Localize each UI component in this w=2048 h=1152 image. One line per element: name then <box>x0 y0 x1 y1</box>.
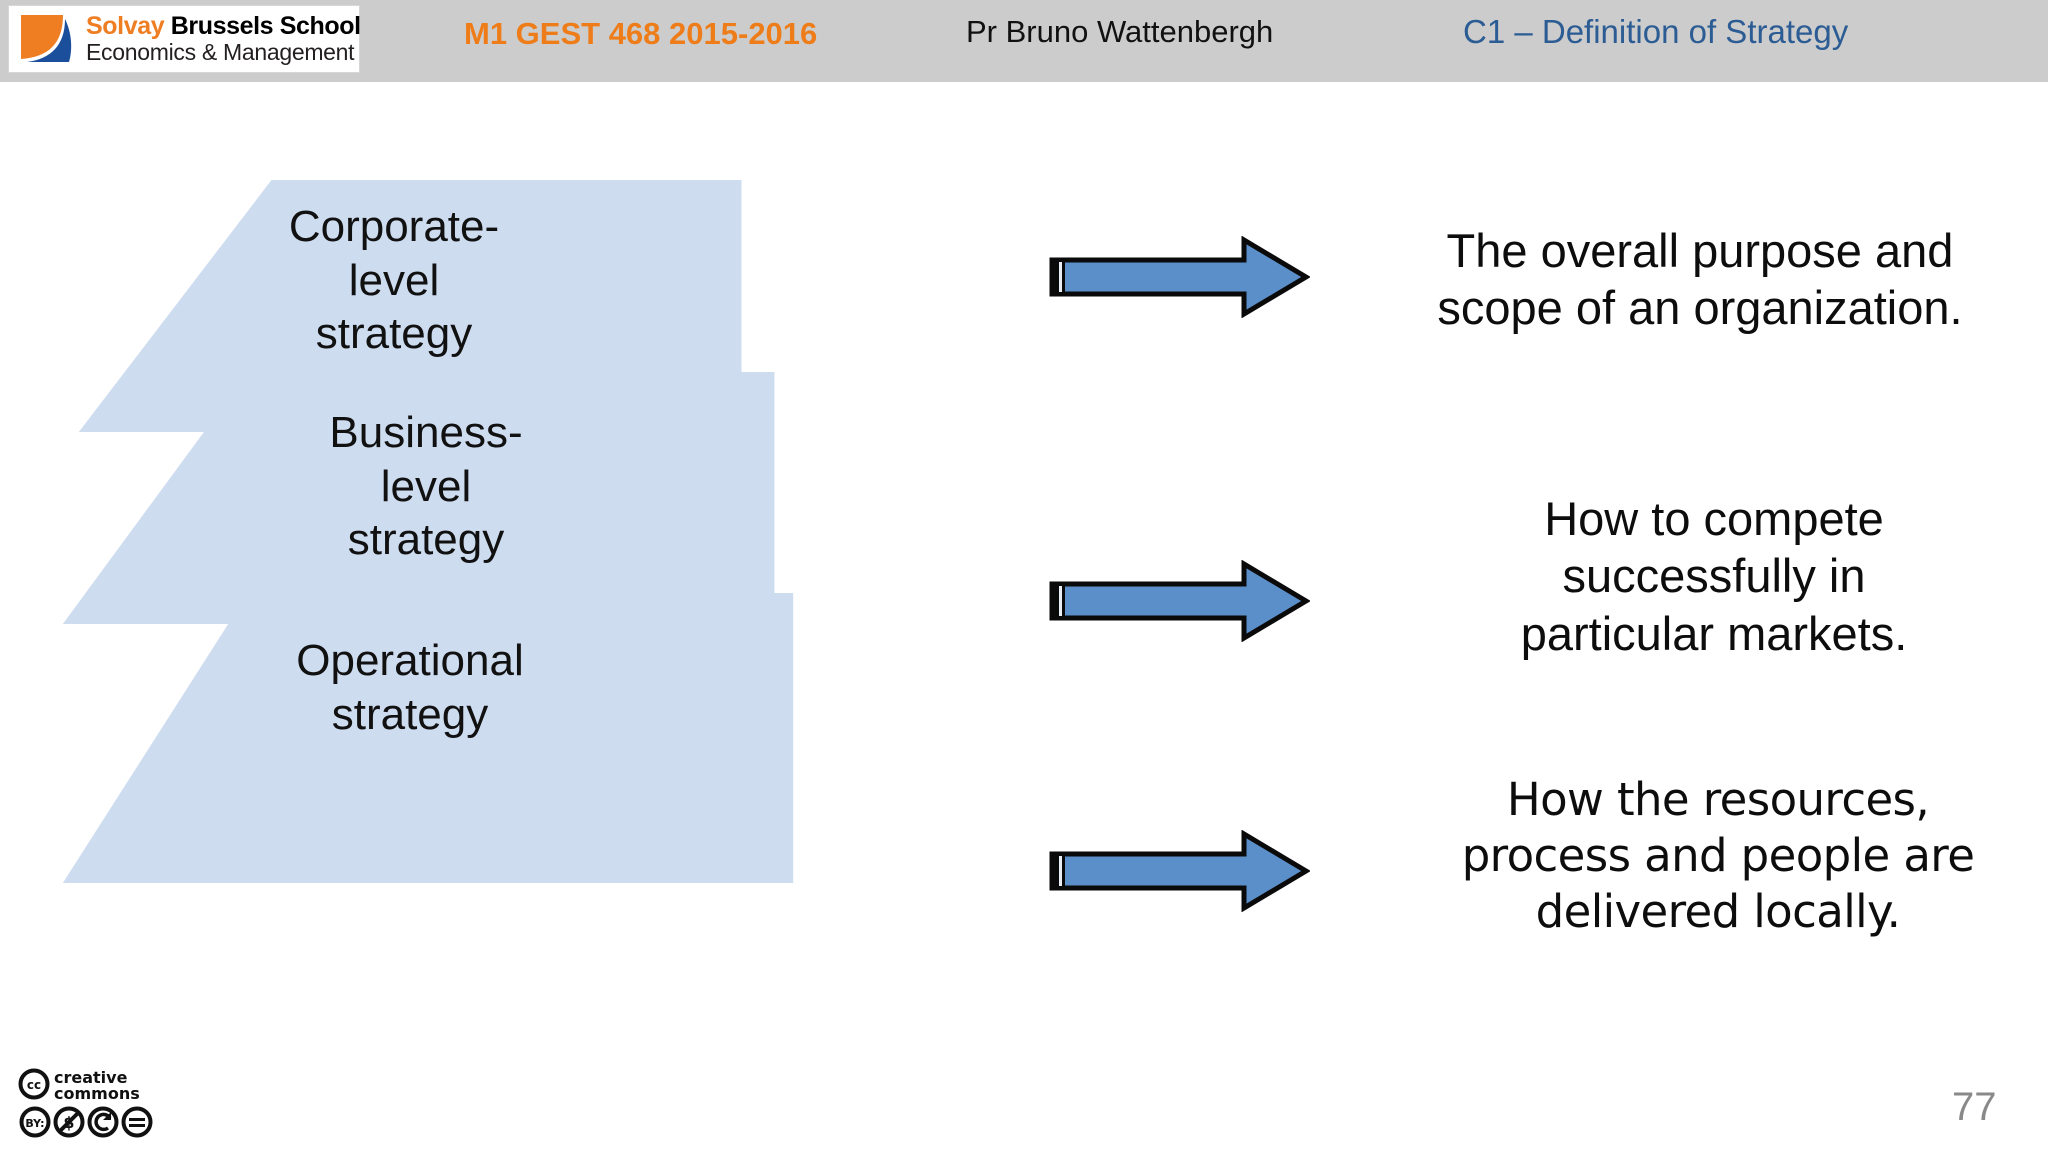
description-line: particular markets. <box>1520 606 1908 660</box>
solvay-logo-line2: Economics & Management <box>86 38 355 65</box>
description-line: delivered locally. <box>1535 884 1901 938</box>
description-line: process and people are <box>1461 828 1975 882</box>
creative-commons-license-icon: cc creative commons BY: $ <box>18 1068 168 1140</box>
solvay-word: Solvay <box>86 12 165 41</box>
svg-text:BY:: BY: <box>25 1117 44 1130</box>
description-line: successfully in <box>1562 549 1866 603</box>
right-arrow-icon <box>1048 236 1310 318</box>
svg-text:commons: commons <box>54 1084 140 1103</box>
description-operational: How the resources, process and people ar… <box>1420 772 2016 939</box>
right-arrow-icon <box>1048 830 1310 912</box>
description-line: How the resources, <box>1506 773 1930 826</box>
solvay-logo-mark-icon <box>19 13 77 65</box>
description-business: How to compete successfully in particula… <box>1440 490 1988 662</box>
page-number: 77 <box>1952 1085 1997 1129</box>
brussels-school-words: Brussels School <box>170 12 361 41</box>
header-course-code: M1 GEST 468 2015-2016 <box>464 16 818 51</box>
solvay-logo-text: Solvay Brussels School Economics & Manag… <box>86 12 361 65</box>
header-professor-name: Pr Bruno Wattenbergh <box>966 14 1274 49</box>
strategy-pyramid: Corporate- level strategy Business- leve… <box>60 150 1000 1030</box>
solvay-logo-line1: Solvay Brussels School <box>86 12 361 41</box>
description-line: scope of an organization. <box>1437 281 1963 335</box>
description-line: The overall purpose and <box>1446 224 1954 277</box>
right-arrow-icon <box>1048 560 1310 642</box>
header-chapter-title: C1 – Definition of Strategy <box>1463 13 1849 50</box>
svg-text:cc: cc <box>27 1078 41 1092</box>
solvay-logo: Solvay Brussels School Economics & Manag… <box>8 5 361 73</box>
description-corporate: The overall purpose and scope of an orga… <box>1368 222 2032 337</box>
description-line: How to compete <box>1544 492 1884 545</box>
svg-text:creative: creative <box>54 1068 128 1087</box>
pyramid-layer-operational <box>62 593 794 883</box>
